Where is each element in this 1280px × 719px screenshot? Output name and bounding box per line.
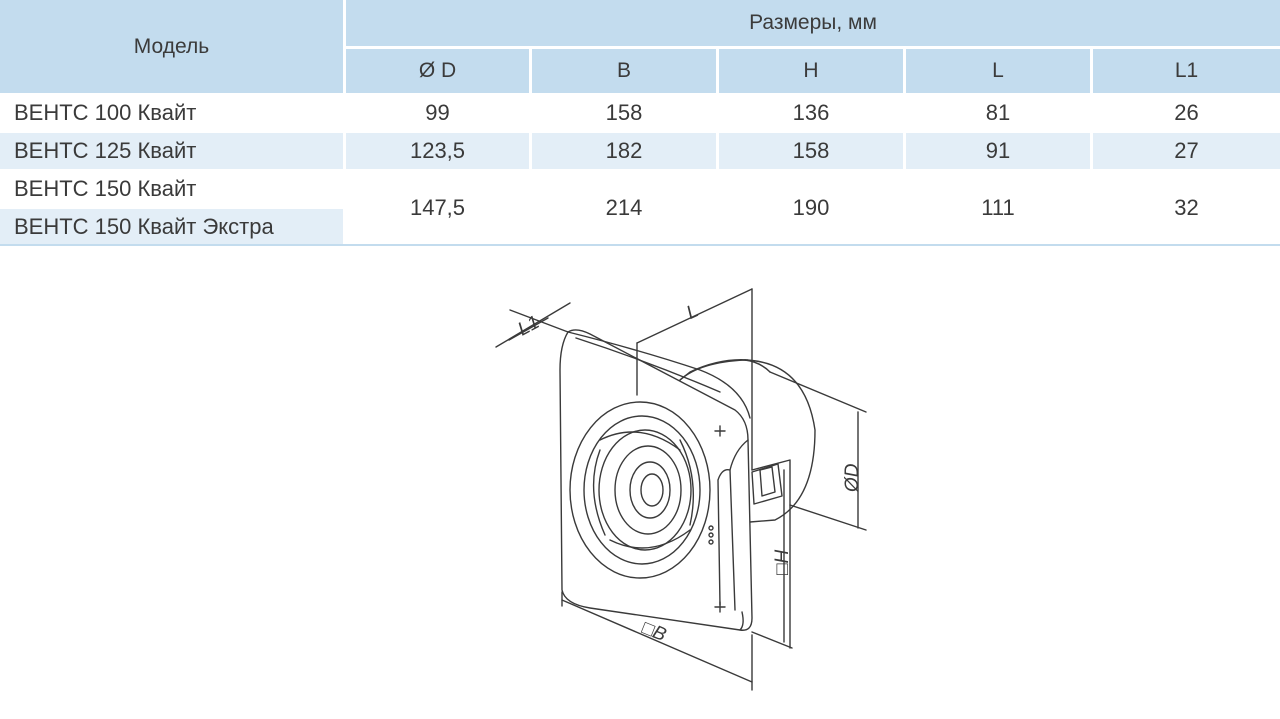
col-header-d: Ø D: [346, 49, 529, 93]
row3-band-model-b: [0, 209, 343, 245]
row2-l1: 27: [1174, 138, 1199, 163]
row3-model-b: ВЕНТС 150 Квайт Экстра: [14, 214, 274, 239]
dimension-h: [751, 459, 793, 649]
row1-model: ВЕНТС 100 Квайт: [14, 100, 197, 125]
col-header-l: L: [906, 49, 1090, 93]
dims-header-label: Размеры, мм: [749, 11, 877, 34]
model-header-label: Модель: [133, 34, 210, 58]
row2-band-b: [532, 133, 716, 169]
table-bottom-rule: [0, 244, 1280, 246]
dimension-d: [769, 371, 867, 531]
row1-d: 99: [425, 100, 450, 125]
row2-band-model: [0, 133, 343, 169]
row1-h: 136: [792, 100, 830, 125]
row3-h: 190: [792, 195, 830, 220]
row3-b: 214: [605, 195, 643, 220]
dimension-l: [636, 288, 753, 471]
row2-band-l1: [1093, 133, 1280, 169]
row3-model-a: ВЕНТС 150 Квайт: [14, 176, 197, 201]
spigot-tab: [751, 463, 783, 505]
row2-band-h: [719, 133, 903, 169]
row2-band-d: [346, 133, 529, 169]
row2-band-l: [906, 133, 1090, 169]
row2-model: ВЕНТС 125 Квайт: [14, 138, 197, 163]
col-header-h: H: [719, 49, 903, 93]
front-panel: [559, 329, 753, 631]
label-b: □B: [639, 617, 670, 646]
row3-d: 147,5: [409, 195, 466, 220]
label-d: ØD: [842, 463, 863, 493]
label-l1: L1: [514, 312, 543, 340]
row2-b: 182: [605, 138, 643, 163]
row3-l: 111: [981, 195, 1015, 220]
screw-marks: [708, 425, 726, 613]
row3-l1: 32: [1174, 195, 1199, 220]
label-h: □H: [772, 550, 793, 575]
grille: [569, 401, 711, 579]
header-model: Модель: [0, 0, 343, 93]
col-header-b: B: [532, 49, 716, 93]
row1-l: 81: [985, 100, 1011, 125]
dimension-l1: [495, 302, 571, 348]
col-header-l1: L1: [1093, 49, 1280, 93]
header-dimensions: Размеры, мм: [346, 0, 1280, 46]
row1-b: 158: [605, 100, 643, 125]
row2-l: 91: [985, 138, 1011, 163]
dimension-b: [561, 591, 753, 691]
row2-h: 158: [792, 138, 830, 163]
row2-d: 123,5: [409, 138, 466, 163]
row1-l1: 26: [1174, 100, 1199, 125]
